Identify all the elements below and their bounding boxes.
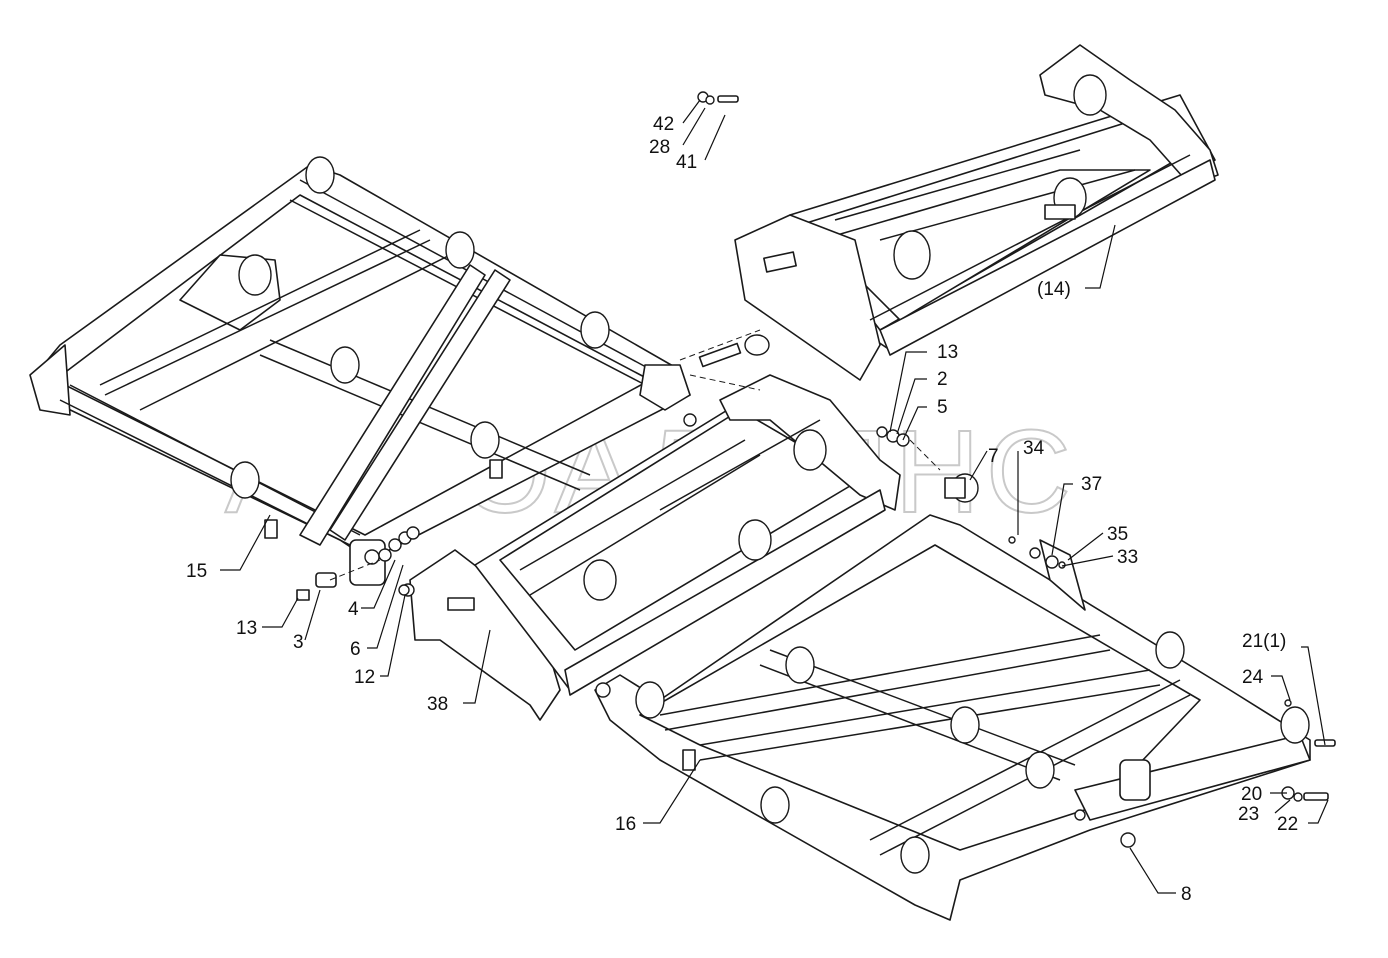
callout-33: 33 (1117, 547, 1138, 568)
callout-35: 35 (1107, 524, 1128, 545)
callout-24: 24 (1242, 667, 1264, 688)
leader-lines (220, 99, 1329, 894)
callout-34: 34 (1023, 438, 1045, 459)
callout-2: 2 (937, 369, 948, 390)
callout-22: 22 (1277, 814, 1298, 835)
frame-part-15[interactable] (29, 156, 691, 586)
fastener-group-top[interactable] (697, 91, 739, 105)
callout-14: (14) (1037, 279, 1071, 300)
callout-16: 16 (615, 814, 636, 835)
callout-41: 41 (676, 152, 697, 173)
callout-13-lower: 13 (236, 618, 257, 639)
callout-7: 7 (988, 446, 999, 467)
frame-part-16[interactable] (594, 514, 1311, 921)
fastener-group-left[interactable] (296, 526, 420, 601)
callout-4: 4 (348, 599, 359, 620)
callout-38: 38 (427, 694, 448, 715)
callout-3: 3 (293, 632, 304, 653)
callout-42: 42 (653, 114, 674, 135)
callout-15: 15 (186, 561, 207, 582)
callout-5: 5 (937, 397, 948, 418)
callout-labels: 42 28 41 (14) 13 2 5 7 34 37 35 33 15 13… (186, 114, 1298, 905)
callout-28: 28 (649, 137, 670, 158)
callout-12: 12 (354, 667, 375, 688)
callout-23: 23 (1238, 804, 1259, 825)
callout-6: 6 (350, 639, 361, 660)
fastener-group-center[interactable] (876, 426, 1066, 569)
frame-part-14[interactable] (734, 44, 1219, 381)
callout-13-upper: 13 (937, 342, 958, 363)
hinge-pin-group[interactable] (679, 329, 770, 427)
callout-8: 8 (1181, 884, 1192, 905)
callout-20: 20 (1241, 784, 1262, 805)
fastener-group-right[interactable] (1120, 699, 1336, 848)
frame-part-38[interactable] (401, 374, 901, 721)
callout-37: 37 (1081, 474, 1102, 495)
callout-21-1: 21(1) (1242, 631, 1286, 652)
